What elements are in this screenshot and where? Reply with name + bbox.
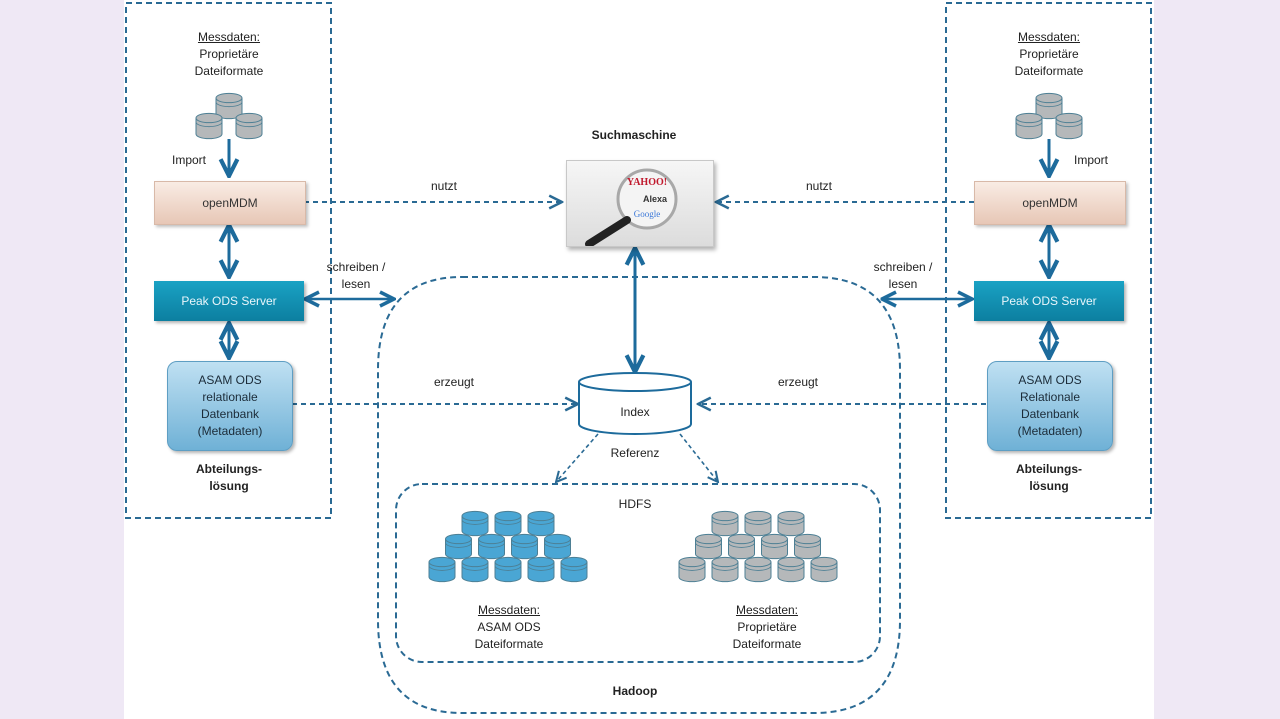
hdfs-asam-data-icon xyxy=(428,556,456,583)
right-department-panel xyxy=(945,2,1152,519)
right-asam-line-4: (Metadaten) xyxy=(1017,424,1083,438)
magnifier-icon: YAHOO! Alexa Google xyxy=(585,168,678,246)
hdfs-asam-data-icon xyxy=(494,556,522,583)
hdfs-asam-data-icon xyxy=(527,556,555,583)
right-department-solution-label: Abteilungs- lösung xyxy=(974,461,1124,495)
rw-right-line-2: lesen xyxy=(888,277,918,291)
hdfs-asam-data-label: Messdaten: ASAM ODS Dateiformate xyxy=(444,602,574,653)
proprietary-data-icon xyxy=(1055,112,1083,140)
hdfs-proprietary-data-icon xyxy=(777,556,805,583)
right-import-label: Import xyxy=(1073,153,1108,167)
diagram-canvas: Messdaten: Proprietäre Dateiformate Impo… xyxy=(124,0,1154,719)
search-engine-box[interactable]: YAHOO! Alexa Google xyxy=(566,160,714,247)
hdfs-asam-data-icon xyxy=(527,510,555,537)
hdfs-proprietary-data-icon xyxy=(794,533,821,560)
hdfs-proprietary-data-icon xyxy=(711,556,739,583)
hadoop-boundary xyxy=(377,276,901,714)
right-source-label: Messdaten: Proprietäre Dateiformate xyxy=(974,29,1124,80)
search-engine-title: Suchmaschine xyxy=(591,128,677,142)
uses-label-left: nutzt xyxy=(430,179,457,193)
left-asam-line-3: Datenbank xyxy=(200,407,260,421)
creates-label-left: erzeugt xyxy=(433,375,475,389)
hdfs-right-line-1: Proprietäre xyxy=(737,620,797,634)
right-peak-ods-server-box[interactable]: Peak ODS Server xyxy=(974,281,1124,321)
hdfs-proprietary-data-icon xyxy=(744,510,772,537)
right-asam-ods-database-box[interactable]: ASAM ODS Relationale Datenbank (Metadate… xyxy=(987,361,1113,451)
hdfs-asam-data-icon xyxy=(445,533,472,560)
connector-layer xyxy=(125,2,1152,714)
left-openmdm-box[interactable]: openMDM xyxy=(154,181,306,225)
left-asam-line-2: relationale xyxy=(202,390,258,404)
hdfs-asam-data-icon xyxy=(511,533,538,560)
rw-left-line-1: schreiben / xyxy=(326,260,386,274)
hdfs-proprietary-data-icon xyxy=(711,510,739,537)
reference-arrow-right xyxy=(679,433,718,482)
left-source-label: Messdaten: Proprietäre Dateiformate xyxy=(154,29,304,80)
right-asam-line-3: Datenbank xyxy=(1020,407,1080,421)
hdfs-proprietary-data-icon xyxy=(728,533,755,560)
google-logo: Google xyxy=(634,209,661,219)
left-source-title: Messdaten: xyxy=(197,30,261,44)
yahoo-logo: YAHOO! xyxy=(627,177,667,188)
read-write-label-right: schreiben / lesen xyxy=(867,259,939,293)
creates-label-right: erzeugt xyxy=(777,375,819,389)
rw-right-line-1: schreiben / xyxy=(873,260,933,274)
hdfs-boundary xyxy=(395,483,881,663)
hdfs-asam-data-icon xyxy=(560,556,588,583)
right-source-line-1: Proprietäre xyxy=(1019,47,1079,61)
rw-left-line-2: lesen xyxy=(341,277,371,291)
hdfs-label: HDFS xyxy=(618,497,652,511)
left-asam-line-1: ASAM ODS xyxy=(198,373,262,387)
right-source-title: Messdaten: xyxy=(1017,30,1081,44)
left-department-solution-label: Abteilungs- lösung xyxy=(154,461,304,495)
proprietary-data-icon xyxy=(195,112,223,140)
right-openmdm-box[interactable]: openMDM xyxy=(974,181,1126,225)
right-asam-line-2: Relationale xyxy=(1019,390,1081,404)
left-asam-line-4: (Metadaten) xyxy=(197,424,263,438)
hdfs-proprietary-data-label: Messdaten: Proprietäre Dateiformate xyxy=(702,602,832,653)
hdfs-asam-data-icon xyxy=(461,556,489,583)
hdfs-proprietary-data-icon xyxy=(810,556,838,583)
hdfs-proprietary-data-icon xyxy=(695,533,722,560)
reference-label: Referenz xyxy=(610,446,660,460)
index-database-icon xyxy=(578,372,692,435)
left-department-panel xyxy=(125,2,332,519)
left-openmdm-label: openMDM xyxy=(202,196,258,210)
left-footer-line-1: Abteilungs- xyxy=(196,462,262,476)
hdfs-proprietary-data-icon xyxy=(777,510,805,537)
read-write-label-left: schreiben / lesen xyxy=(320,259,392,293)
right-peak-ods-server-label: Peak ODS Server xyxy=(1001,294,1097,308)
hdfs-asam-data-icon xyxy=(494,510,522,537)
left-source-line-1: Proprietäre xyxy=(199,47,259,61)
left-peak-ods-server-label: Peak ODS Server xyxy=(181,294,277,308)
proprietary-data-icon xyxy=(1015,112,1043,140)
right-openmdm-label: openMDM xyxy=(1022,196,1078,210)
uses-label-right: nutzt xyxy=(805,179,832,193)
right-source-line-2: Dateiformate xyxy=(1014,64,1084,78)
hdfs-proprietary-data-icon xyxy=(678,556,706,583)
hdfs-right-line-2: Dateiformate xyxy=(732,637,802,651)
hdfs-asam-data-icon xyxy=(461,510,489,537)
left-import-label: Import xyxy=(171,153,206,167)
hadoop-label: Hadoop xyxy=(612,684,658,698)
hdfs-proprietary-data-icon xyxy=(761,533,788,560)
hdfs-left-line-2: Dateiformate xyxy=(474,637,544,651)
left-source-line-2: Dateiformate xyxy=(194,64,264,78)
right-footer-line-1: Abteilungs- xyxy=(1016,462,1082,476)
right-footer-line-2: lösung xyxy=(1029,479,1069,493)
index-label: Index xyxy=(620,405,650,419)
hdfs-left-title: Messdaten: xyxy=(477,603,541,617)
hdfs-asam-data-icon xyxy=(544,533,571,560)
proprietary-data-icon xyxy=(235,112,263,140)
reference-arrow-left xyxy=(556,433,599,482)
left-peak-ods-server-box[interactable]: Peak ODS Server xyxy=(154,281,304,321)
hdfs-right-title: Messdaten: xyxy=(735,603,799,617)
right-asam-line-1: ASAM ODS xyxy=(1018,373,1082,387)
hdfs-proprietary-data-icon xyxy=(744,556,772,583)
left-asam-ods-database-box[interactable]: ASAM ODS relationale Datenbank (Metadate… xyxy=(167,361,293,451)
alexa-logo: Alexa xyxy=(643,194,668,204)
hdfs-asam-data-icon xyxy=(478,533,505,560)
left-footer-line-2: lösung xyxy=(209,479,249,493)
hdfs-left-line-1: ASAM ODS xyxy=(477,620,541,634)
